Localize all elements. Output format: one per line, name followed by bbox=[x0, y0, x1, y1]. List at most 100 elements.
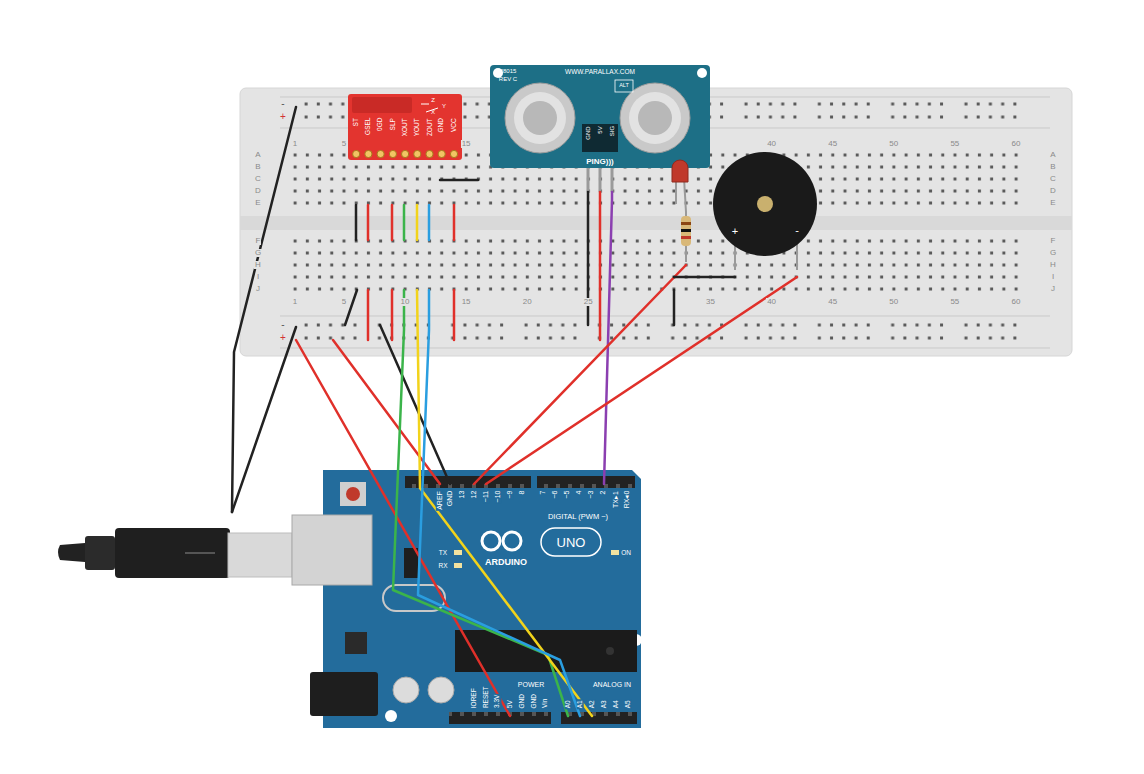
row-letter: G bbox=[254, 249, 262, 257]
breadboard bbox=[240, 88, 1072, 356]
axis-label: Z bbox=[431, 97, 435, 103]
rail-sign: - bbox=[281, 99, 284, 109]
column-number: 40 bbox=[766, 140, 777, 148]
pin-label: AREF bbox=[435, 490, 442, 511]
pin-label: A2 bbox=[589, 699, 596, 709]
column-number: 45 bbox=[827, 298, 838, 306]
led-resistor-buzzer bbox=[672, 152, 817, 270]
sensor-name: PING))) bbox=[586, 158, 614, 166]
pin-label: A0 bbox=[565, 699, 572, 709]
column-number: 40 bbox=[766, 298, 777, 306]
pin-label: 7 bbox=[540, 490, 547, 496]
usb-cable bbox=[58, 528, 292, 578]
pin-label: YOUT bbox=[414, 118, 421, 136]
row-letter: F bbox=[255, 237, 262, 245]
pin-label: GSEL bbox=[365, 118, 372, 135]
arduino-board bbox=[292, 470, 642, 728]
column-number: 1 bbox=[292, 298, 298, 306]
axis-label: Y bbox=[442, 103, 446, 109]
brand-name: ARDUINO bbox=[485, 558, 527, 567]
pin-label: XOUT bbox=[402, 118, 409, 136]
pin-label: ST bbox=[353, 118, 360, 126]
pin-label: SIG bbox=[609, 126, 615, 136]
rail-sign: + bbox=[280, 112, 286, 122]
pin-label: ~5 bbox=[563, 490, 570, 500]
polarity-mark: - bbox=[795, 225, 799, 236]
row-letter: B bbox=[254, 163, 261, 171]
revision-label: REV C bbox=[499, 76, 517, 82]
row-letter: D bbox=[1049, 187, 1057, 195]
header-label: DIGITAL (PWM ~) bbox=[548, 513, 608, 521]
row-letter: A bbox=[254, 151, 261, 159]
column-number: 45 bbox=[827, 140, 838, 148]
pin-label: GND bbox=[519, 693, 526, 709]
row-letter: C bbox=[254, 175, 262, 183]
ultrasonic-sensor bbox=[490, 65, 710, 192]
row-letter: A bbox=[1049, 151, 1056, 159]
row-letter: I bbox=[1051, 273, 1055, 281]
row-letter: B bbox=[1049, 163, 1056, 171]
column-number: 50 bbox=[888, 140, 899, 148]
column-number: 35 bbox=[705, 298, 716, 306]
pin-label: A1 bbox=[577, 699, 584, 709]
column-number: 25 bbox=[583, 298, 594, 306]
row-letter: H bbox=[254, 261, 262, 269]
pin-label: GND bbox=[438, 118, 445, 132]
pin-label: 13 bbox=[458, 490, 465, 500]
wires bbox=[232, 107, 797, 716]
column-number: 20 bbox=[522, 298, 533, 306]
led-label: ON bbox=[621, 550, 631, 557]
header-label: ANALOG IN bbox=[592, 681, 632, 688]
pin-label: 5V bbox=[597, 126, 603, 133]
pin-label: TX▸1 bbox=[612, 490, 619, 509]
column-number: 50 bbox=[888, 298, 899, 306]
polarity-mark: + bbox=[732, 226, 738, 237]
led-label: TX bbox=[439, 550, 447, 557]
column-number: 15 bbox=[461, 140, 472, 148]
maker-url: WWW.PARALLAX.COM bbox=[565, 69, 635, 76]
pin-label: RX◂0 bbox=[624, 490, 631, 510]
model-name: UNO bbox=[557, 536, 586, 549]
rail-sign: - bbox=[281, 320, 284, 330]
row-letter: F bbox=[1050, 237, 1057, 245]
pin-label: SLP bbox=[390, 118, 397, 130]
pin-label: 4 bbox=[576, 490, 583, 496]
pin-label: 5V bbox=[507, 699, 514, 709]
jumper-label: ALT bbox=[619, 83, 629, 89]
pin-label: ~11 bbox=[482, 490, 489, 503]
pin-label: ~10 bbox=[495, 490, 502, 504]
row-letter: J bbox=[255, 285, 261, 293]
header-label: POWER bbox=[517, 681, 545, 688]
pin-label: 3.3V bbox=[495, 694, 502, 709]
row-letter: D bbox=[254, 187, 262, 195]
column-number: 55 bbox=[949, 140, 960, 148]
row-letter: E bbox=[254, 199, 261, 207]
column-number: 10 bbox=[400, 298, 411, 306]
row-letter: J bbox=[1050, 285, 1056, 293]
pin-label: 2 bbox=[600, 490, 607, 496]
pin-label: VCC bbox=[451, 118, 458, 132]
row-letter: I bbox=[256, 273, 260, 281]
column-number: 15 bbox=[461, 298, 472, 306]
pin-label: ZOUT bbox=[426, 118, 433, 136]
pin-label: IOREF bbox=[471, 687, 478, 709]
pin-label: RESET bbox=[483, 685, 490, 709]
pin-label: ~9 bbox=[506, 490, 513, 500]
pin-label: 0GD bbox=[377, 118, 384, 131]
axis-label: X bbox=[431, 109, 435, 115]
part-number: 28015 bbox=[500, 68, 517, 74]
pin-label: A3 bbox=[601, 699, 608, 709]
accelerometer-board bbox=[348, 94, 462, 160]
row-letter: C bbox=[1049, 175, 1057, 183]
rail-sign: + bbox=[280, 333, 286, 343]
led-label: RX bbox=[438, 563, 447, 570]
pin-label: GND bbox=[585, 126, 591, 139]
row-letter: G bbox=[1049, 249, 1057, 257]
column-number: 1 bbox=[292, 140, 298, 148]
pin-label: GND bbox=[447, 490, 454, 508]
column-number: 55 bbox=[949, 298, 960, 306]
pin-label: 12 bbox=[470, 490, 477, 500]
